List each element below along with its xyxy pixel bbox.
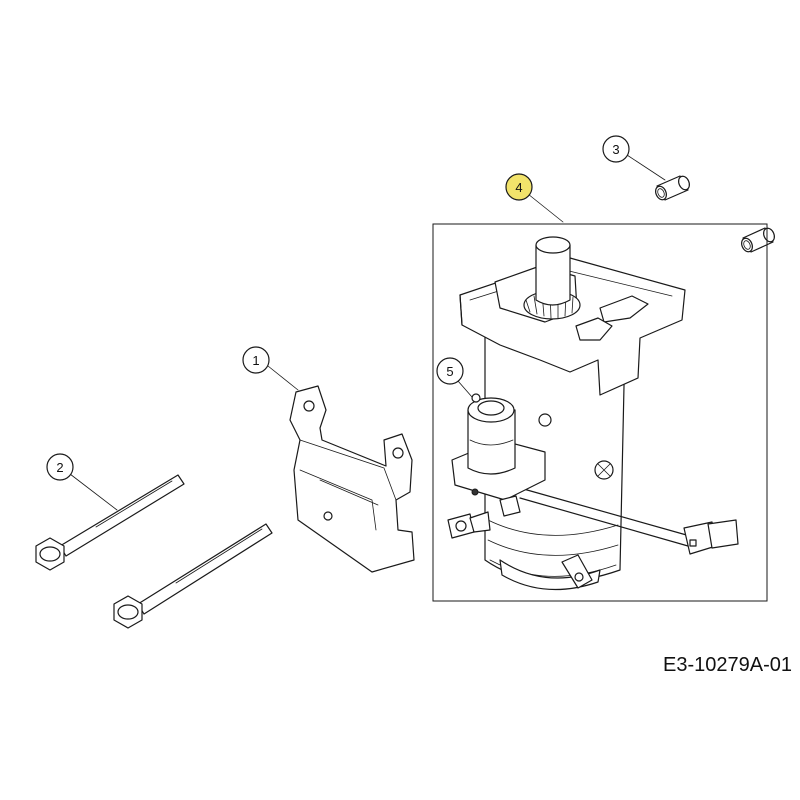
starter-assembly-frame	[432, 223, 768, 602]
callout-2[interactable]: 2	[46, 453, 118, 511]
bushing-part-3-second[interactable]	[740, 227, 777, 254]
callout-3[interactable]: 3	[602, 135, 666, 181]
callout-5-bubble	[436, 357, 464, 385]
solenoid-part-5[interactable]	[451, 393, 552, 517]
callout-5[interactable]: 5	[436, 357, 473, 398]
drawing-number: E3-10279A-01	[663, 654, 792, 676]
callout-2-label: 2	[56, 460, 63, 475]
ground-screw	[594, 460, 614, 480]
callout-4-bubble-highlighted	[505, 173, 533, 201]
callout-1-label: 1	[252, 353, 259, 368]
callout-2-bubble	[46, 453, 74, 481]
callout-4[interactable]: 4	[505, 173, 564, 223]
bolt-part-2-lower[interactable]	[113, 523, 273, 629]
bolt-part-2-upper[interactable]	[35, 474, 185, 571]
bracket-hole-bottom	[323, 511, 333, 521]
bracket-hole-right	[392, 447, 404, 459]
bushing-part-3[interactable]	[654, 175, 692, 202]
starter-motor-part-4[interactable]	[447, 236, 739, 591]
wire-harness	[519, 487, 739, 555]
bracket-hole-top	[303, 400, 315, 412]
terminal-stud	[447, 511, 491, 539]
callout-5-label: 5	[446, 364, 453, 379]
callout-4-label: 4	[515, 180, 522, 195]
callout-1[interactable]: 1	[242, 346, 299, 391]
mounting-bracket-part-1[interactable]	[289, 385, 415, 573]
pinion-shaft	[535, 236, 571, 306]
callout-1-bubble	[242, 346, 270, 374]
callout-3-label: 3	[612, 142, 619, 157]
callout-3-bubble	[602, 135, 630, 163]
